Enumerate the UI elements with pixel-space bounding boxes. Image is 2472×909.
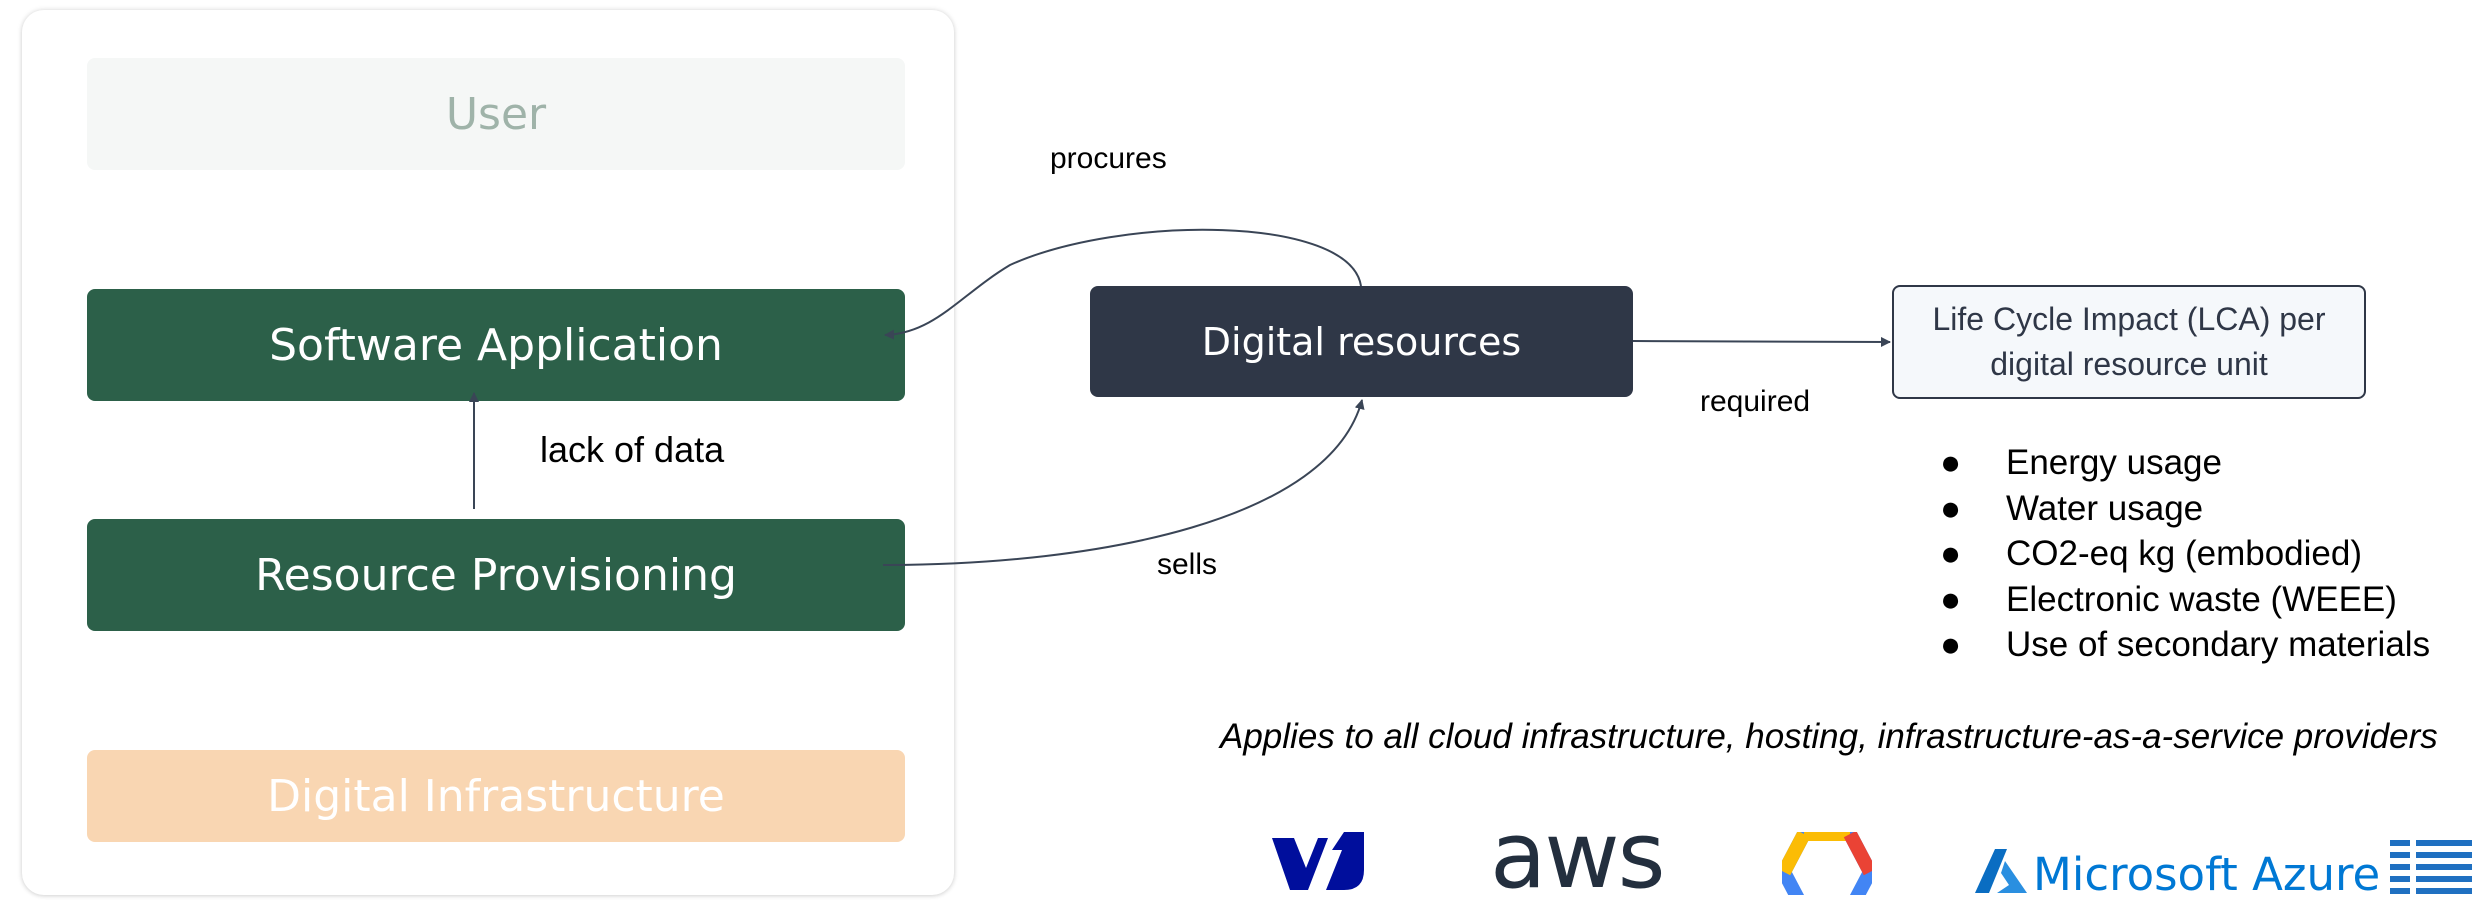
- sells-arrow: [882, 399, 1365, 566]
- user-layer-label: User: [445, 88, 547, 140]
- bullet: ●: [1940, 625, 1962, 664]
- azure-wordmark: Microsoft Azure: [2033, 848, 2381, 901]
- layer-stack-panel: User Software Application Resource Provi…: [22, 10, 954, 895]
- metric-label: Use of secondary materials: [2006, 625, 2431, 664]
- digital-resources-label: Digital resources: [1201, 319, 1522, 364]
- required-label: required: [1700, 385, 1811, 418]
- list-item: ● Electronic waste (WEEE): [1940, 577, 2430, 623]
- bullet: ●: [1940, 443, 1962, 482]
- microsoft-azure-logo: Microsoft Azure: [1975, 847, 2380, 903]
- aws-logo: aws: [1490, 802, 1666, 909]
- resource-provisioning-layer: Resource Provisioning: [87, 519, 905, 631]
- bullet: ●: [1940, 488, 1962, 528]
- list-item: ● CO2-eq kg (embodied): [1940, 531, 2430, 577]
- list-item: ● Energy usage: [1940, 440, 2430, 486]
- lca-label: Life Cycle Impact (LCA) per digital reso…: [1932, 301, 2326, 382]
- ovh-logo: [1268, 830, 1366, 895]
- procures-label: procures: [1050, 142, 1167, 175]
- digital-resources-node: Digital resources: [1090, 286, 1633, 397]
- software-application-label: Software Application: [269, 319, 723, 371]
- ovh-logo-mark: [1272, 832, 1364, 890]
- lca-node: Life Cycle Impact (LCA) per digital reso…: [1892, 285, 2366, 399]
- bullet: ●: [1940, 534, 1962, 573]
- resource-provisioning-label: Resource Provisioning: [255, 549, 737, 601]
- azure-mark-icon: [1975, 849, 2027, 893]
- list-item: ● Water usage: [1940, 486, 2430, 532]
- metric-label: Energy usage: [2006, 443, 2222, 482]
- applies-to-note: Applies to all cloud infrastructure, hos…: [1220, 717, 2438, 756]
- sells-label: sells: [1157, 548, 1218, 581]
- digital-infrastructure-layer: Digital Infrastructure: [87, 750, 905, 842]
- bullet: ●: [1940, 579, 1962, 619]
- google-cloud-hexagon: [1776, 827, 1878, 909]
- lack-of-data-label: lack of data: [540, 429, 725, 470]
- user-layer: User: [87, 58, 905, 170]
- procures-arrow: [884, 228, 1362, 340]
- metric-label: CO2-eq kg (embodied): [2006, 534, 2362, 573]
- software-application-layer: Software Application: [87, 289, 905, 401]
- ibm-logo: [2390, 838, 2472, 895]
- metric-label: Electronic waste (WEEE): [2006, 579, 2397, 619]
- metric-label: Water usage: [2006, 488, 2204, 528]
- digital-infrastructure-label: Digital Infrastructure: [267, 770, 725, 822]
- required-arrow: [1632, 336, 1891, 347]
- ibm-striped-mark: [2390, 838, 2472, 895]
- lca-metrics-list: ● Energy usage ● Water usage ● CO2-eq kg (e…: [1940, 440, 2430, 668]
- google-cloud-logo: [1776, 827, 1878, 909]
- list-item: ● Use of secondary materials: [1940, 622, 2430, 668]
